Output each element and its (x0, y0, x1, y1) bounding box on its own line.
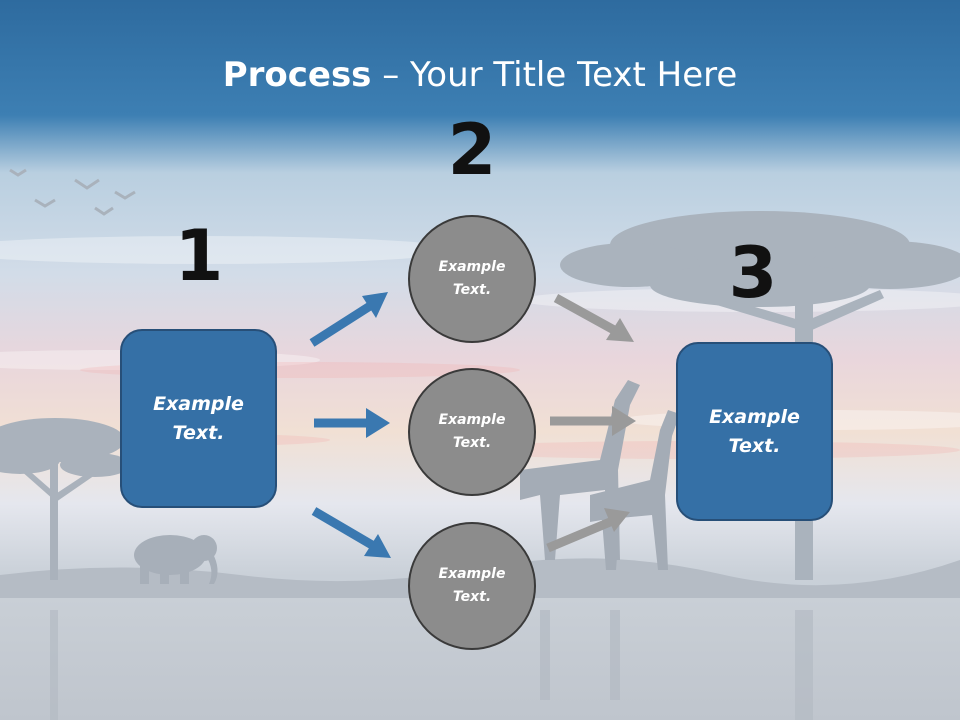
elephant-silhouette (134, 535, 218, 584)
arrow-up-right-blue-icon (309, 292, 388, 347)
step-2-circle-bottom[interactable]: Example Text. (408, 522, 536, 650)
arrow-down-right-blue-icon (311, 507, 391, 558)
right-tree-silhouette (560, 211, 960, 580)
title-bold: Process (222, 55, 372, 95)
step-3-box[interactable]: Example Text. (676, 342, 833, 521)
step-1-box[interactable]: Example Text. (120, 329, 277, 508)
arrow-right-gray-icon (550, 406, 636, 436)
step-2-circle-middle[interactable]: Example Text. (408, 368, 536, 496)
arrow-right-blue-icon (314, 408, 390, 438)
reflection-streaks (50, 610, 813, 720)
arrow-down-right-gray-icon (553, 294, 634, 342)
circle-bottom-text: Example Text. (438, 566, 506, 605)
step-number-1: 1 (174, 215, 224, 297)
title-rest: – Your Title Text Here (371, 55, 738, 95)
slide-title: Process – Your Title Text Here (0, 52, 960, 98)
step-1-box-text: Example Text. (153, 392, 244, 444)
birds-silhouette (9, 168, 136, 216)
circle-top-text: Example Text. (438, 259, 506, 298)
left-tree-silhouette (0, 418, 130, 580)
circle-middle-text: Example Text. (438, 412, 506, 451)
step-3-box-text: Example Text. (709, 405, 800, 457)
step-number-3: 3 (728, 232, 778, 314)
step-2-circle-top[interactable]: Example Text. (408, 215, 536, 343)
arrow-up-right-gray-icon (546, 508, 630, 553)
step-number-2: 2 (447, 109, 497, 191)
